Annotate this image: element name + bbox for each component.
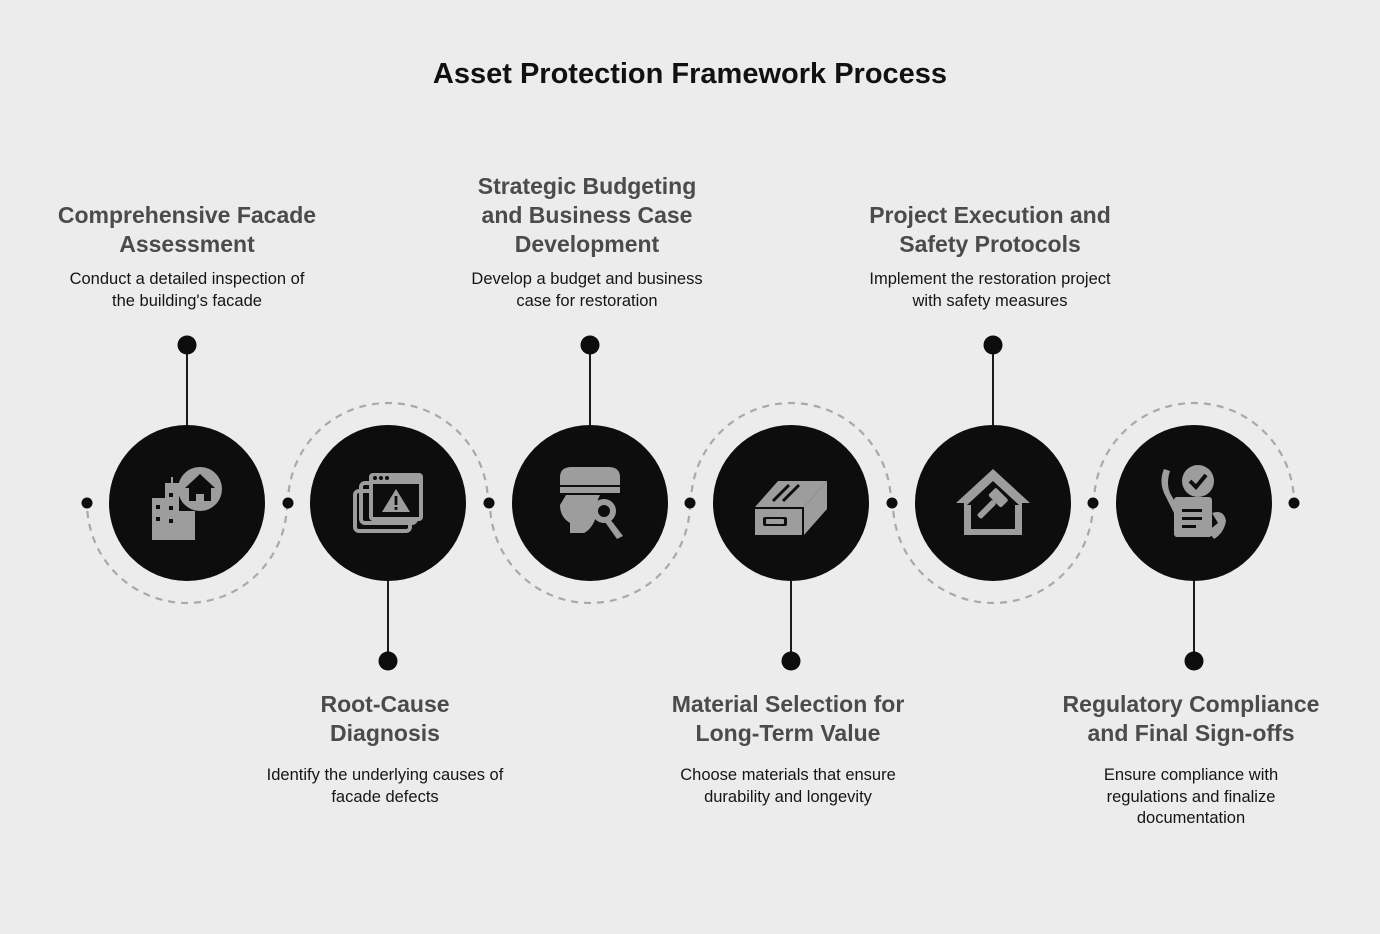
junction-dot [483, 497, 495, 509]
checklist-approval-icon [1161, 465, 1226, 539]
connector-arc [488, 503, 692, 605]
junction-dot [1288, 497, 1300, 509]
step-title: Comprehensive Facade Assessment [57, 202, 317, 257]
connector-arc [891, 503, 1095, 605]
step-title: Material Selection for Long-Term Value [671, 691, 905, 746]
magnifier-analysis-icon [560, 467, 623, 539]
step-description: Identify the underlying causes of facade… [266, 766, 504, 806]
junction-dot [282, 497, 294, 509]
step-label-3: Strategic Budgeting and Business Case De… [437, 172, 737, 312]
building-home-icon [152, 467, 222, 540]
step-connector-dot [580, 335, 600, 355]
junction-dot [1087, 497, 1099, 509]
junction-dot [684, 497, 696, 509]
step-connector-dot [177, 335, 197, 355]
step-connector-dot [781, 651, 801, 671]
step-connector-dot [1184, 651, 1204, 671]
step-description: Develop a budget and business case for r… [471, 270, 703, 310]
connector-arc [85, 503, 289, 605]
brick-material-icon [755, 481, 827, 535]
junction-dot [886, 497, 898, 509]
connector-arc [1092, 401, 1296, 503]
step-label-2: Root-Cause Diagnosis Identify the underl… [235, 690, 535, 808]
step-label-4: Material Selection for Long-Term Value C… [638, 690, 938, 808]
browser-warning-icon [353, 473, 423, 533]
step-label-6: Regulatory Compliance and Final Sign-off… [1041, 690, 1341, 830]
step-title: Strategic Budgeting and Business Case De… [477, 173, 697, 257]
connector-arc [689, 401, 893, 503]
step-title: Regulatory Compliance and Final Sign-off… [1062, 691, 1320, 746]
connector-arc [286, 401, 490, 503]
step-connector-dot [983, 335, 1003, 355]
step-title: Root-Cause Diagnosis [320, 691, 450, 746]
step-description: Implement the restoration project with s… [869, 270, 1111, 310]
step-label-5: Project Execution and Safety Protocols I… [840, 201, 1140, 312]
step-title: Project Execution and Safety Protocols [869, 202, 1111, 257]
step-description: Conduct a detailed inspection of the bui… [69, 270, 305, 310]
page-title: Asset Protection Framework Process [432, 58, 948, 90]
house-hammer-icon [956, 469, 1030, 535]
step-label-1: Comprehensive Facade Assessment Conduct … [37, 201, 337, 312]
junction-dot [81, 497, 93, 509]
step-description: Ensure compliance with regulations and f… [1103, 766, 1279, 827]
step-connector-dot [378, 651, 398, 671]
step-description: Choose materials that ensure durability … [680, 766, 896, 806]
